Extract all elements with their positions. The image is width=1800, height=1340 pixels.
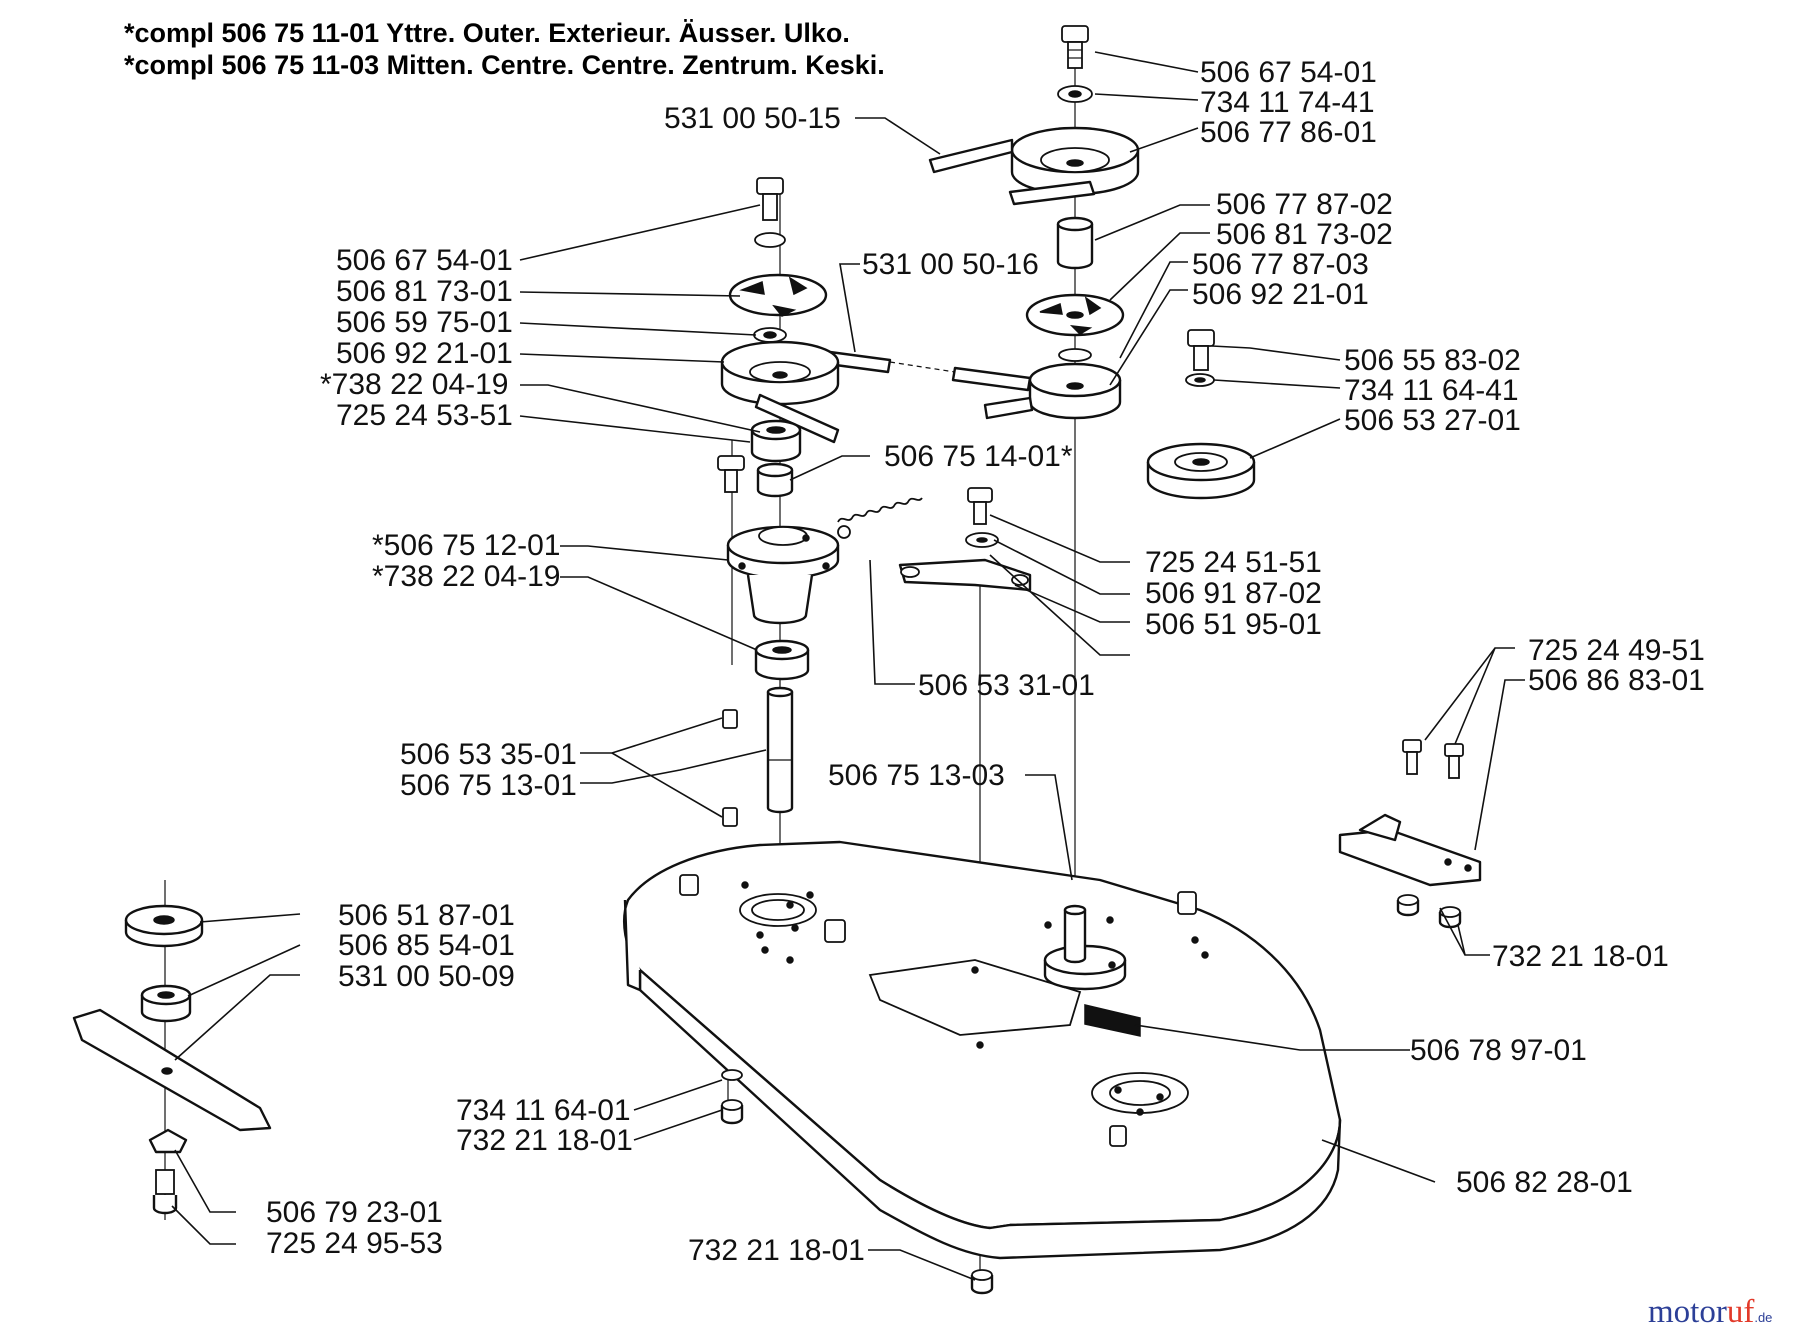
tensioner-arm <box>898 558 1032 592</box>
part-label: 506 53 31-01 <box>918 669 1095 702</box>
belt-top <box>928 138 1096 206</box>
spring <box>837 497 923 539</box>
spacer-left <box>756 462 794 498</box>
washer-left-1 <box>754 232 786 248</box>
part-label: 725 24 95-53 <box>266 1227 443 1260</box>
part-label: 506 77 87-03 <box>1192 248 1369 281</box>
shaft-left <box>766 686 794 814</box>
part-label: 732 21 18-01 <box>456 1124 633 1157</box>
mower-deck <box>623 840 1342 1260</box>
blade-assembly <box>72 904 272 1215</box>
nuts-bottom <box>720 1069 994 1295</box>
spindle-housing <box>726 525 840 625</box>
part-label: 734 11 74-41 <box>1200 86 1375 119</box>
bearing-left-2 <box>754 639 810 681</box>
part-labels: 506 67 54-01 734 11 74-41 506 77 86-01 5… <box>266 56 1705 1267</box>
part-label: 506 51 87-01 <box>338 899 515 932</box>
fan-right <box>1025 293 1125 337</box>
fan-left <box>728 273 828 317</box>
header-line-1: *compl 506 75 11-01 Yttre. Outer. Exteri… <box>124 18 850 48</box>
bolt-top-right <box>1061 25 1089 69</box>
part-label: 531 00 50-15 <box>664 102 841 135</box>
part-label: 506 92 21-01 <box>1192 278 1369 311</box>
part-label: 531 00 50-16 <box>862 248 1039 281</box>
part-label: 506 81 73-01 <box>336 275 513 308</box>
part-label: 506 75 13-01 <box>400 769 577 802</box>
bracket-right <box>1338 739 1482 929</box>
leader-lines <box>171 51 1525 1281</box>
bearing-left-1 <box>750 419 802 463</box>
part-label: 506 75 14-01* <box>884 440 1073 473</box>
part-label: *738 22 04-19 <box>320 368 509 401</box>
bolt-small-left <box>717 455 745 493</box>
part-label: 506 59 75-01 <box>336 306 513 339</box>
washer-idler <box>1185 373 1215 387</box>
bolt-left <box>756 177 784 221</box>
part-label: *738 22 04-19 <box>372 560 561 593</box>
part-label: 506 92 21-01 <box>336 337 513 370</box>
washer-left-2 <box>753 327 787 343</box>
part-label: 506 53 35-01 <box>400 738 577 771</box>
part-label: 506 79 23-01 <box>266 1196 443 1229</box>
tensioner-bolt <box>965 487 999 548</box>
part-label: 734 11 64-01 <box>456 1094 631 1127</box>
part-label: 506 67 54-01 <box>336 244 513 277</box>
part-label: 725 24 51-51 <box>1145 546 1322 579</box>
part-label: 531 00 50-09 <box>338 960 515 993</box>
part-label: *506 75 12-01 <box>372 529 561 562</box>
washer-top-right <box>1057 85 1093 103</box>
part-label: 506 51 95-01 <box>1145 608 1322 641</box>
part-label: 506 91 87-02 <box>1145 577 1322 610</box>
part-label: 506 67 54-01 <box>1200 56 1377 89</box>
part-label: 506 78 97-01 <box>1410 1034 1587 1067</box>
bolt-idler <box>1187 329 1215 371</box>
part-label: 506 81 73-02 <box>1216 218 1393 251</box>
part-label: 725 24 53-51 <box>336 399 513 432</box>
part-label: 506 82 28-01 <box>1456 1166 1633 1199</box>
part-label: 506 85 54-01 <box>338 929 515 962</box>
part-label: 506 53 27-01 <box>1344 404 1521 437</box>
part-label: 734 11 64-41 <box>1344 374 1519 407</box>
part-label: 506 55 83-02 <box>1344 344 1521 377</box>
spacer-top-right <box>1056 216 1094 270</box>
logo: motoruf.de <box>1648 1294 1772 1330</box>
belt-center <box>811 348 1032 392</box>
svg-text:motoruf.de: motoruf.de <box>1648 1294 1772 1330</box>
part-label: 732 21 18-01 <box>688 1234 865 1267</box>
part-label: 506 77 87-02 <box>1216 188 1393 221</box>
part-label: 506 86 83-01 <box>1528 664 1705 697</box>
part-label: 506 77 86-01 <box>1200 116 1377 149</box>
keys-left <box>722 709 738 827</box>
pulley-top-right <box>1010 126 1140 196</box>
pulley-mid-right <box>983 348 1122 420</box>
idler-pulley <box>1146 442 1256 500</box>
header-line-2: *compl 506 75 11-03 Mitten. Centre. Cent… <box>124 50 885 80</box>
part-label: 506 75 13-03 <box>828 759 1005 792</box>
part-label: 725 24 49-51 <box>1528 634 1705 667</box>
pulley-left <box>720 340 840 444</box>
part-label: 732 21 18-01 <box>1492 940 1669 973</box>
